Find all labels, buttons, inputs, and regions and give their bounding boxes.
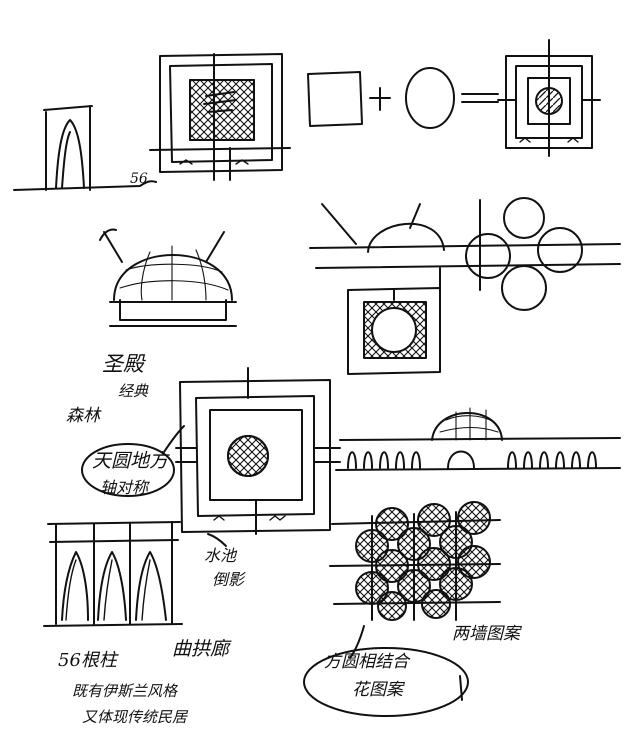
note-round-heaven-square-earth: 天圆地方: [92, 452, 168, 471]
note-classic: 经典: [118, 384, 148, 399]
note-56-label: 56: [130, 172, 148, 186]
three-arches-sketch: [44, 522, 182, 626]
plan-square-hatched: [150, 54, 290, 180]
circle-pattern-grid: [330, 502, 500, 620]
note-forest: 森林: [66, 408, 100, 425]
note-traditional-dwelling: 又体现传统民居: [82, 710, 187, 725]
note-flower-pattern: 花图案: [352, 682, 403, 699]
note-pool: 水池: [204, 548, 236, 564]
note-reflection: 倒影: [212, 572, 244, 588]
note-curved-arcade: 曲拱廊: [172, 640, 229, 659]
note-axial-symmetry: 轴对称: [100, 480, 148, 496]
note-square-circle-combined: 方圆相结合: [324, 654, 409, 671]
dome-elevation-sketch: [100, 229, 236, 326]
arcade-elevation-sketch: [336, 408, 620, 470]
dome-with-trees-sketch: [310, 198, 620, 374]
central-plan-with-dome: [176, 368, 340, 534]
square-plus-circle-diagram: [308, 40, 600, 156]
note-islamic-style: 既有伊斯兰风格: [72, 684, 177, 699]
note-56-columns: 56根柱: [58, 652, 117, 670]
note-wall-pattern: 两墙图案: [452, 626, 520, 643]
note-sanctuary: 圣殿: [102, 354, 144, 375]
